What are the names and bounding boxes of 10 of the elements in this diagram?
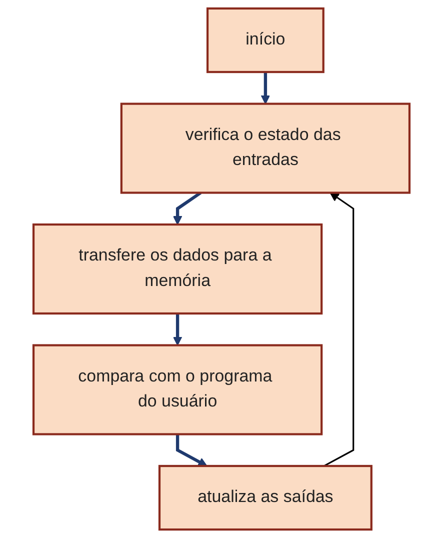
node-box: compara com o programa do usuário	[32, 344, 323, 436]
node-box: verifica o estado das entradas	[120, 102, 411, 194]
arrow	[172, 191, 202, 225]
arrow	[176, 434, 208, 466]
arrow	[260, 72, 270, 104]
node-box: transfere os dados para a memória	[32, 223, 323, 315]
node-box: início	[206, 7, 324, 74]
arrow	[172, 313, 182, 346]
arrow	[324, 192, 354, 467]
node-box: atualiza as saídas	[158, 464, 372, 531]
